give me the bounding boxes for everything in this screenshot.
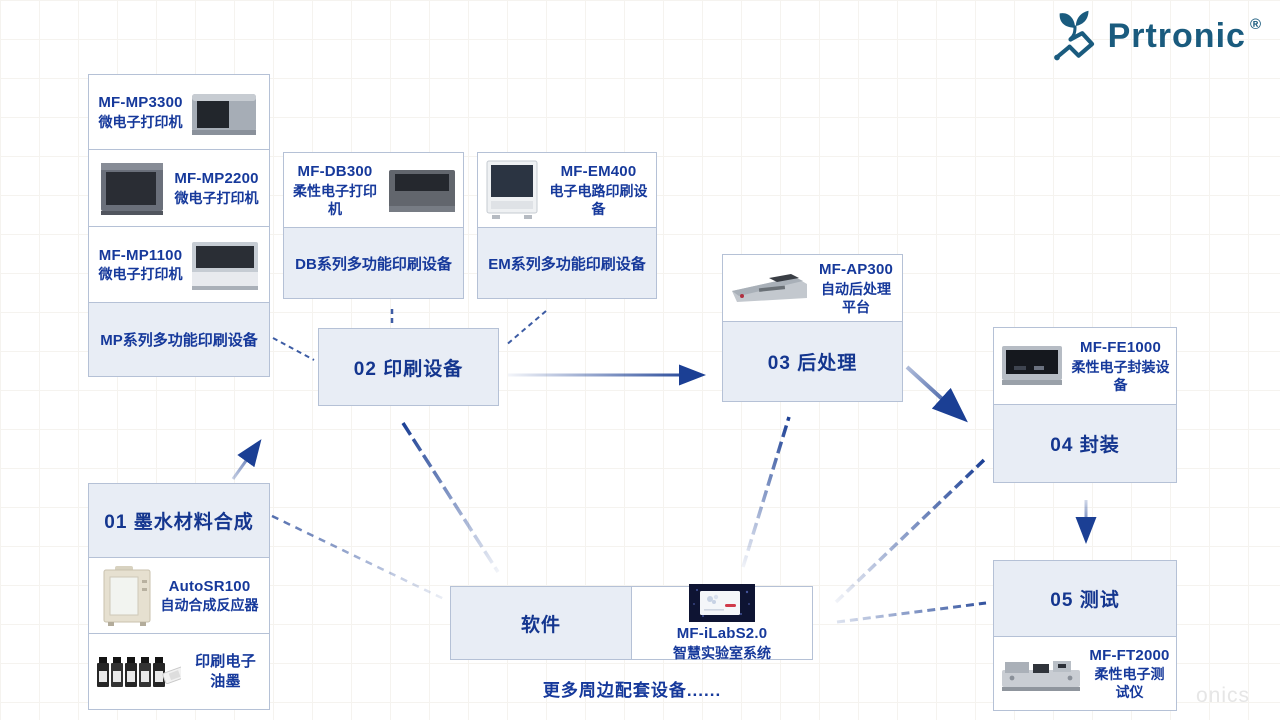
autosr100-label: AutoSR100 自动合成反应器: [160, 577, 259, 614]
package-group: MF-FE1000 柔性电子封装设备 04 封装: [993, 327, 1177, 483]
link-printing-to-software: [401, 422, 500, 573]
link-software-to-postprocess: [741, 416, 791, 568]
db-series-group: MF-DB300 柔性电子打印机 DB系列多功能印刷设备: [283, 152, 464, 299]
step-05-box: 05 测试: [993, 560, 1177, 637]
product-ink: 印刷电子油墨: [88, 633, 270, 710]
product-mf-ft2000: MF-FT2000 柔性电子测试仪: [993, 636, 1177, 711]
ap300-label: MF-AP300 自动后处理平台: [818, 261, 894, 315]
sprout-icon: [1053, 10, 1094, 61]
link-ink-to-software: [271, 514, 447, 602]
product-mf-ilabs2: MF-iLabS2.0 智慧实验室系统: [631, 584, 813, 661]
step-04-box: 04 封装: [993, 404, 1177, 483]
step-01-box: 01 墨水材料合成: [88, 483, 270, 558]
brand-name: Prtronic®: [1107, 16, 1262, 55]
product-mf-fe1000: MF-FE1000 柔性电子封装设备: [993, 327, 1177, 405]
step-03-box: 03 后处理: [722, 321, 903, 402]
product-mf-mp2200: MF-MP2200 微电子打印机: [88, 149, 270, 227]
mp1100-label: MF-MP1100 微电子打印机: [98, 246, 183, 283]
em-series-box: EM系列多功能印刷设备: [477, 227, 657, 299]
em400-device-image: [486, 160, 538, 219]
ink-label: 印刷电子油墨: [195, 653, 256, 690]
mp2200-label: MF-MP2200 微电子打印机: [174, 170, 259, 206]
background-watermark: onics: [1196, 684, 1251, 707]
product-mf-mp1100: MF-MP1100 微电子打印机: [88, 226, 270, 303]
product-mf-em400: MF-EM400 电子电路印刷设备: [477, 152, 657, 228]
db300-printer-image: [389, 170, 455, 212]
ink-bottles-image: [97, 656, 181, 687]
mp-series-box: MP系列多功能印刷设备: [88, 302, 270, 377]
ft2000-device-image: [1002, 660, 1080, 691]
em400-label: MF-EM400 电子电路印刷设备: [549, 163, 648, 217]
db-series-box: DB系列多功能印刷设备: [283, 227, 464, 299]
ap300-device-image: [732, 274, 807, 302]
software-box: 软件: [450, 586, 632, 660]
mp2200-printer-image: [101, 163, 164, 215]
step-02-group: 02 印刷设备: [318, 328, 499, 406]
em-series-group: MF-EM400 电子电路印刷设备 EM系列多功能印刷设备: [477, 152, 657, 299]
ilab-screenshot-image: [689, 584, 755, 623]
step-02-box: 02 印刷设备: [318, 328, 499, 406]
product-mf-mp3300: MF-MP3300 微电子打印机: [88, 74, 270, 150]
mp1100-printer-image: [191, 241, 258, 290]
mp3300-printer-image: [191, 94, 256, 135]
postprocess-group: MF-AP300 自动后处理平台 03 后处理: [722, 254, 903, 402]
db300-label: MF-DB300 柔性电子打印机: [293, 163, 377, 217]
autosr100-device-image: [103, 565, 150, 626]
link-emseries-to-printing: [504, 310, 547, 347]
product-mf-db300: MF-DB300 柔性电子打印机: [283, 152, 464, 228]
more-equipment-note: 更多周边配套设备......: [542, 681, 722, 700]
fe1000-label: MF-FE1000 柔性电子封装设备: [1071, 339, 1170, 393]
mp3300-label: MF-MP3300 微电子打印机: [98, 94, 183, 130]
ft2000-label: MF-FT2000 柔性电子测试仪: [1089, 646, 1170, 701]
link-mpseries-to-printing: [272, 337, 315, 361]
link-software-to-test: [836, 601, 987, 624]
mp-series-group: MF-MP3300 微电子打印机 MF-MP2200 微电子打印机: [88, 74, 270, 377]
fe1000-device-image: [1002, 346, 1062, 385]
link-software-to-package: [834, 458, 986, 604]
arrow-ink-to-printing: [231, 439, 262, 480]
brand-logo: Prtronic®: [1048, 8, 1262, 62]
ink-group: 01 墨水材料合成 AutoSR100 自动合成反应器: [88, 483, 270, 710]
product-mf-ap300: MF-AP300 自动后处理平台: [722, 254, 903, 322]
software-group: 软件 MF-iLabS2.0 智慧实验室系统: [450, 584, 814, 661]
registered-mark: ®: [1249, 16, 1262, 33]
test-group: 05 测试 MF-FT2000 柔性电子测试仪: [993, 560, 1177, 711]
product-autosr100: AutoSR100 自动合成反应器: [88, 557, 270, 634]
ilab-label: MF-iLabS2.0 智慧实验室系统: [673, 625, 771, 661]
arrow-postprocess-to-package: [905, 365, 968, 423]
